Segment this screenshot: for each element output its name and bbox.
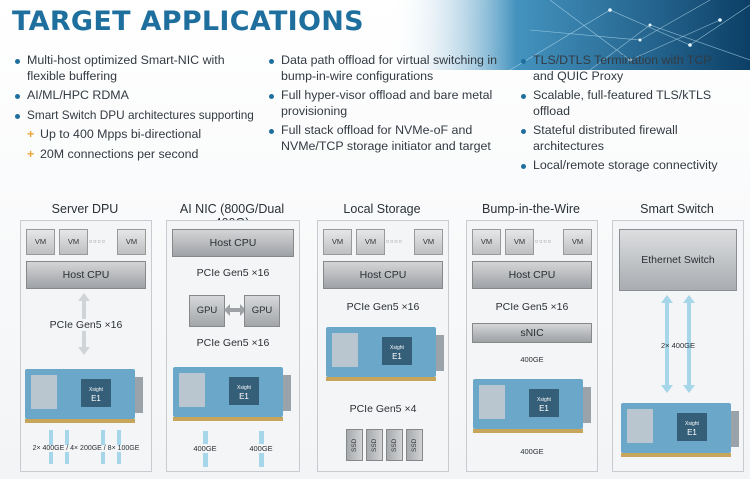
pcie-label: PCIe Gen5 ×16 <box>21 319 151 331</box>
pcie-label: PCIe Gen5 ×16 <box>196 267 270 279</box>
ssd-box: SSD <box>386 429 403 461</box>
bidirectional-arrows-icon <box>661 295 695 393</box>
ssd-box: SSD <box>366 429 383 461</box>
diagram-title-smart-switch: Smart Switch <box>640 202 714 216</box>
bullet-item: TLS/DTLS Termination with TCP and QUIC P… <box>518 53 733 84</box>
bullet-item: Scalable, full-featured TLS/kTLS offload <box>518 88 733 119</box>
pcie-label: PCIe Gen5 ×16 <box>196 337 270 349</box>
sub-bullet-item: 20M connections per second <box>12 147 262 163</box>
gpu-box: GPU <box>244 295 280 327</box>
host-cpu-box: Host CPU <box>323 261 443 289</box>
diagram-bump-in-the-wire: VM VM ▫▫▫▫ VM Host CPU PCIe Gen5 ×16 sNI… <box>466 220 598 472</box>
svg-text:E1: E1 <box>539 404 549 413</box>
vm-box: VM <box>59 229 88 255</box>
diagram-local-storage: VM VM ▫▫▫▫ VM Host CPU PCIe Gen5 ×16 Xsi… <box>317 220 449 472</box>
bullet-item: Data path offload for virtual switching … <box>266 53 506 84</box>
port-speed-label: 400GE <box>520 447 544 456</box>
page-title: TARGET APPLICATIONS <box>12 6 364 37</box>
ssd-box: SSD <box>346 429 363 461</box>
pcie-label: PCIe Gen5 ×16 <box>495 301 569 313</box>
bullet-item: Stateful distributed firewall architectu… <box>518 123 733 154</box>
svg-text:Xsight: Xsight <box>537 397 552 403</box>
diagram-ai-nic: Host CPU PCIe Gen5 ×16 GPU GPU PCIe Gen5… <box>166 220 300 472</box>
vm-box: VM <box>414 229 443 255</box>
diagram-title-server-dpu: Server DPU <box>51 202 119 216</box>
svg-text:Xsight: Xsight <box>685 421 700 427</box>
diagram-server-dpu: VM VM ▫▫▫▫ VM Host CPU PCIe Gen5 ×16 Xsi… <box>20 220 152 472</box>
snic-box: sNIC <box>472 323 592 343</box>
ellipsis: ▫▫▫▫ <box>535 236 552 246</box>
port-speed-label: 400GE <box>241 444 281 453</box>
bullet-item: Full stack offload for NVMe-oF and NVMe/… <box>266 123 506 154</box>
bullet-item: AI/ML/HPC RDMA <box>12 88 262 104</box>
svg-text:Xsight: Xsight <box>390 345 405 351</box>
host-cpu-box: Host CPU <box>26 261 146 289</box>
bullet-column-2: Data path offload for virtual switching … <box>266 53 506 158</box>
vm-box: VM <box>472 229 501 255</box>
vm-box: VM <box>356 229 385 255</box>
vm-box: VM <box>505 229 534 255</box>
pcie-label: PCIe Gen5 ×4 <box>349 403 417 415</box>
svg-text:Xsight: Xsight <box>237 385 252 391</box>
host-cpu-box: Host CPU <box>472 261 592 289</box>
network-background-graphic <box>390 0 750 70</box>
port-speed-label: 400GE <box>185 444 225 453</box>
bullet-item: Multi-host optimized Smart-NIC with flex… <box>12 53 262 84</box>
diagram-title-local-storage: Local Storage <box>343 202 421 216</box>
ssd-box: SSD <box>406 429 423 461</box>
port-speed-label: 400GE <box>520 355 544 364</box>
svg-text:E1: E1 <box>91 394 101 403</box>
svg-text:E1: E1 <box>687 428 697 437</box>
svg-text:Xsight: Xsight <box>89 387 104 393</box>
vm-box: VM <box>117 229 146 255</box>
bidirectional-arrow-icon <box>224 304 246 316</box>
vm-box: VM <box>323 229 352 255</box>
pcie-label: PCIe Gen5 ×16 <box>346 301 420 313</box>
vm-box: VM <box>563 229 592 255</box>
ellipsis: ▫▫▫▫ <box>386 236 403 246</box>
bullet-item: Smart Switch DPU architectures supportin… <box>12 108 262 124</box>
ethernet-switch-box: Ethernet Switch <box>619 229 737 291</box>
bullet-column-1: Multi-host optimized Smart-NIC with flex… <box>12 53 262 166</box>
gpu-box: GPU <box>189 295 225 327</box>
bullet-column-3: TLS/DTLS Termination with TCP and QUIC P… <box>518 53 733 178</box>
port-speed-label: 2× 400GE / 4× 200GE / 8× 100GE <box>21 445 151 452</box>
port-speed-label: 2× 400GE <box>661 341 695 350</box>
ellipsis: ▫▫▫▫ <box>89 236 106 246</box>
svg-text:E1: E1 <box>239 392 249 401</box>
host-cpu-box: Host CPU <box>172 229 294 257</box>
vm-box: VM <box>26 229 55 255</box>
diagram-title-bump-in-the-wire: Bump-in-the-Wire <box>482 202 580 216</box>
sub-bullet-item: Up to 400 Mpps bi-directional <box>12 127 262 143</box>
bullet-item: Local/remote storage connectivity <box>518 158 733 174</box>
bullet-item: Full hyper-visor offload and bare metal … <box>266 88 506 119</box>
svg-text:E1: E1 <box>392 352 402 361</box>
